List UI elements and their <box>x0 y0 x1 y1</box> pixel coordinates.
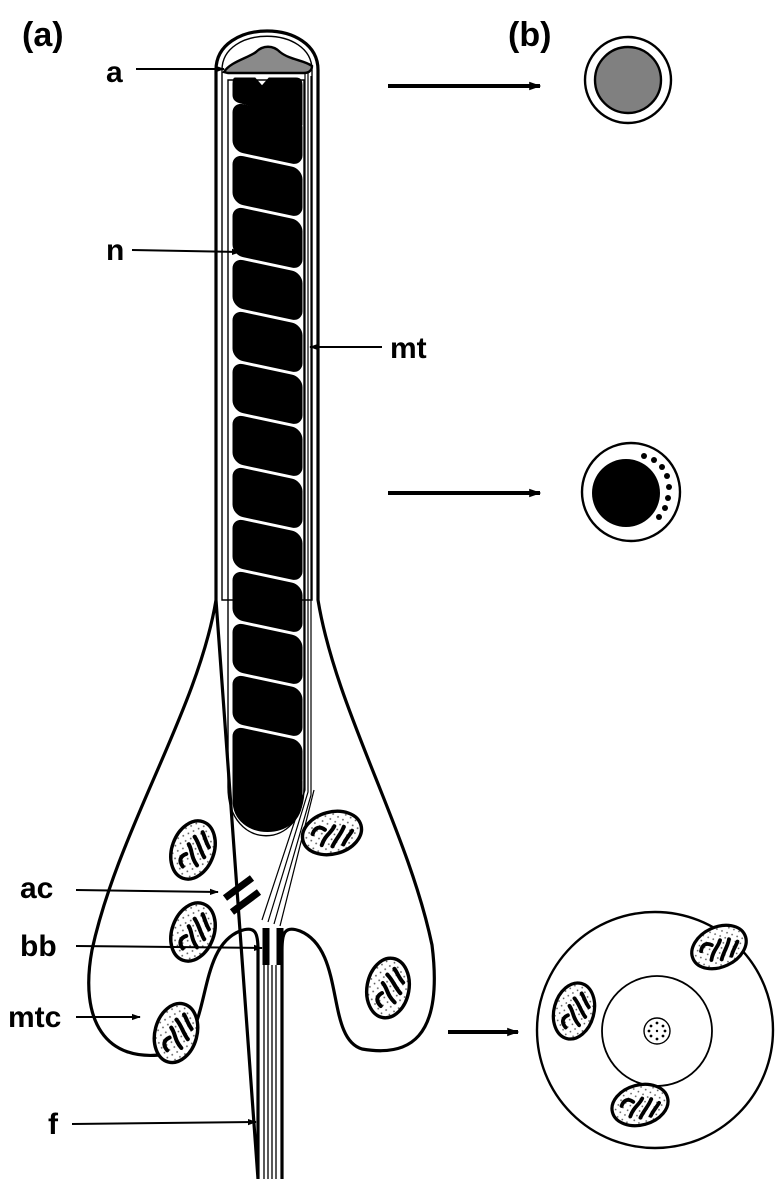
nucleus-segment <box>233 675 302 738</box>
label-mitochondrion: mtc <box>8 1001 61 1034</box>
label-acrosome: a <box>106 56 123 89</box>
nucleus-segment <box>233 207 302 270</box>
cross-section-acrosome <box>585 37 671 123</box>
flagellum <box>264 965 276 1179</box>
arrow-accessory-centriole <box>76 890 218 892</box>
nucleus-segment <box>233 155 302 218</box>
nucleus-segment <box>233 571 302 634</box>
nucleus-segment <box>233 363 302 426</box>
nucleus-segment <box>233 623 302 686</box>
cross-section-nucleus <box>582 443 680 541</box>
label-microtubules: mt <box>390 332 427 365</box>
label-accessory-centriole: ac <box>20 872 53 905</box>
nucleus-segment <box>233 311 302 374</box>
label-basal-body: bb <box>20 930 57 963</box>
panel-a-label: (a) <box>22 16 64 54</box>
label-nucleus: n <box>106 234 124 267</box>
nucleus-segment <box>233 519 302 582</box>
arrow-flagellum <box>72 1122 256 1124</box>
basal-body <box>266 928 280 965</box>
panel-b-label: (b) <box>508 16 551 54</box>
accessory-centriole <box>225 878 259 912</box>
nucleus-segment <box>233 259 302 322</box>
cross-section-midpiece <box>537 912 773 1148</box>
mitochondrion <box>163 815 223 886</box>
mitochondrion <box>148 999 204 1068</box>
acrosome <box>224 47 312 73</box>
arrow-nucleus <box>132 250 240 252</box>
nucleus-segment <box>233 415 302 478</box>
mitochondrion <box>362 955 414 1021</box>
label-flagellum: f <box>48 1108 59 1141</box>
nucleus <box>233 78 302 832</box>
nucleus-segment <box>233 467 302 530</box>
arrow-basal-body <box>76 946 262 948</box>
